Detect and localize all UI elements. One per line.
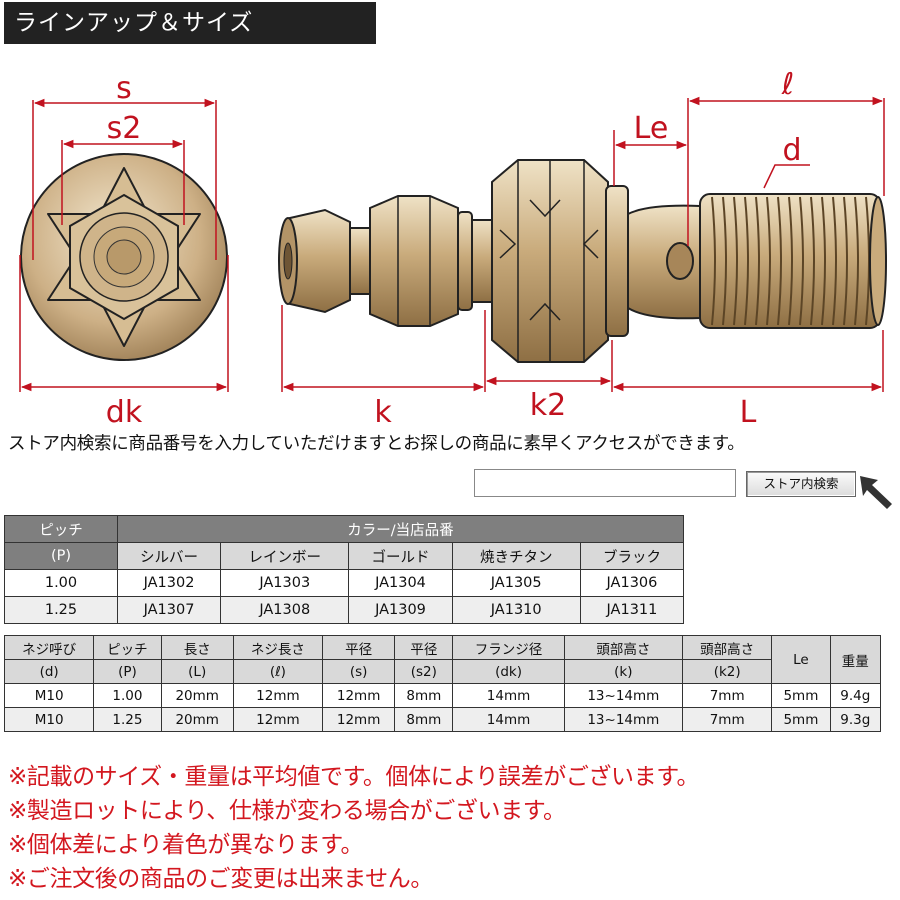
note-line: ※個体差により着色が異なります。 xyxy=(8,832,364,858)
spec-cell: 1.00 xyxy=(93,683,162,708)
header-symbol: (s) xyxy=(322,659,396,684)
spec-cell: 8mm xyxy=(394,683,454,708)
spec-cell: 5mm xyxy=(771,707,831,732)
pitch-cell: 1.25 xyxy=(4,596,118,624)
spec-cell: M10 xyxy=(3,707,95,732)
header-symbol: (k2) xyxy=(682,659,773,684)
pitch-sub-header: (P) xyxy=(4,542,118,570)
header-name: フランジ径 xyxy=(452,635,565,660)
note-line: ※ご注文後の商品のご変更は出来ません。 xyxy=(8,866,433,892)
code-cell: JA1305 xyxy=(451,569,581,597)
spec-cell: 7mm xyxy=(682,683,773,708)
spec-cell: 12mm xyxy=(232,683,324,708)
header-symbol: (ℓ) xyxy=(232,659,324,684)
header-symbol: (s2) xyxy=(394,659,454,684)
note-line: ※製造ロットにより、仕様が変わる場合がございます。 xyxy=(8,798,566,824)
bolt-dimension-diagram: s s2 dk k k2 L Le ℓ d xyxy=(19,67,887,430)
code-cell: JA1309 xyxy=(348,596,453,624)
spec-cell: 20mm xyxy=(160,707,234,732)
header-symbol: (d) xyxy=(3,659,95,684)
table-row: M10 1.00 20mm 12mm 12mm 8mm 14mm 13~14mm… xyxy=(3,683,882,708)
label-L: L xyxy=(740,395,757,430)
dimension-labels: s s2 dk k k2 L Le ℓ d xyxy=(106,67,802,430)
dimension-lines xyxy=(19,96,885,392)
code-cell: JA1306 xyxy=(579,569,685,597)
spec-cell: 5mm xyxy=(771,683,831,708)
table-row: 1.00 JA1302 JA1303 JA1304 JA1305 JA1306 xyxy=(4,569,685,597)
spec-cell: 20mm xyxy=(160,683,234,708)
header-symbol: (P) xyxy=(93,659,162,684)
label-s2: s2 xyxy=(107,111,142,146)
code-cell: JA1302 xyxy=(116,569,222,597)
color-name: レインボー xyxy=(220,542,350,570)
notes: ※記載のサイズ・重量は平均値です。個体により誤差がございます。 ※製造ロットによ… xyxy=(8,760,898,896)
pitch-cell: 1.00 xyxy=(4,569,118,597)
label-d: d xyxy=(782,133,801,168)
pitch-header: ピッチ xyxy=(4,515,118,543)
color-code-table: ピッチ カラー/当店品番 (P) シルバー レインボー ゴールド 焼きチタン ブ… xyxy=(4,515,685,624)
table-row: M10 1.25 20mm 12mm 12mm 8mm 14mm 13~14mm… xyxy=(3,707,882,732)
label-k2: k2 xyxy=(530,388,566,423)
header-name: 頭部高さ xyxy=(682,635,773,660)
header-symbol: (dk) xyxy=(452,659,565,684)
header-name: ピッチ xyxy=(93,635,162,660)
color-name: 焼きチタン xyxy=(451,542,581,570)
bolt-side-view xyxy=(278,159,887,363)
color-header: カラー/当店品番 xyxy=(117,515,684,543)
header-symbol: (L) xyxy=(160,659,234,684)
header-name: ネジ呼び xyxy=(3,635,95,660)
pointer-arrow-icon xyxy=(860,476,892,509)
note-line: ※記載のサイズ・重量は平均値です。個体により誤差がございます。 xyxy=(8,764,700,790)
code-cell: JA1308 xyxy=(220,596,350,624)
spec-cell: 8mm xyxy=(394,707,454,732)
spec-cell: M10 xyxy=(3,683,95,708)
color-name: ゴールド xyxy=(348,542,453,570)
header-name: Le xyxy=(771,635,831,684)
store-search-input[interactable] xyxy=(474,469,736,497)
code-cell: JA1310 xyxy=(451,596,581,624)
header-name: 重量 xyxy=(829,635,882,684)
spec-cell: 12mm xyxy=(322,707,396,732)
code-cell: JA1307 xyxy=(116,596,222,624)
spec-cell: 13~14mm xyxy=(563,683,684,708)
store-search-button[interactable]: ストア内検索 xyxy=(746,471,856,497)
header-symbol: (k) xyxy=(563,659,684,684)
spec-cell: 9.3g xyxy=(829,707,882,732)
table-row: 1.25 JA1307 JA1308 JA1309 JA1310 JA1311 xyxy=(4,596,685,624)
label-k: k xyxy=(374,395,392,430)
spec-cell: 1.25 xyxy=(93,707,162,732)
spec-cell: 13~14mm xyxy=(563,707,684,732)
spec-cell: 9.4g xyxy=(829,683,882,708)
header-name: ネジ長さ xyxy=(232,635,324,660)
color-name: シルバー xyxy=(116,542,222,570)
spec-cell: 12mm xyxy=(232,707,324,732)
label-l: ℓ xyxy=(781,67,794,102)
code-cell: JA1303 xyxy=(220,569,350,597)
header-name: 平径 xyxy=(394,635,454,660)
code-cell: JA1304 xyxy=(348,569,453,597)
color-name: ブラック xyxy=(579,542,685,570)
spec-cell: 12mm xyxy=(322,683,396,708)
spec-cell: 7mm xyxy=(682,707,773,732)
label-s: s xyxy=(116,71,132,106)
spec-cell: 14mm xyxy=(452,683,565,708)
bolt-end-view xyxy=(20,153,228,361)
label-dk: dk xyxy=(106,395,143,430)
spec-cell: 14mm xyxy=(452,707,565,732)
size-spec-table: ネジ呼び ピッチ 長さ ネジ長さ 平径 平径 フランジ径 頭部高さ 頭部高さ L… xyxy=(3,635,882,732)
section-title: ラインアップ＆サイズ xyxy=(4,2,376,44)
code-cell: JA1311 xyxy=(579,596,685,624)
header-name: 頭部高さ xyxy=(563,635,684,660)
search-prompt: ストア内検索に商品番号を入力していただけますとお探しの商品に素早くアクセスができ… xyxy=(8,434,745,454)
header-name: 長さ xyxy=(160,635,234,660)
label-Le: Le xyxy=(634,111,669,146)
header-name: 平径 xyxy=(322,635,396,660)
